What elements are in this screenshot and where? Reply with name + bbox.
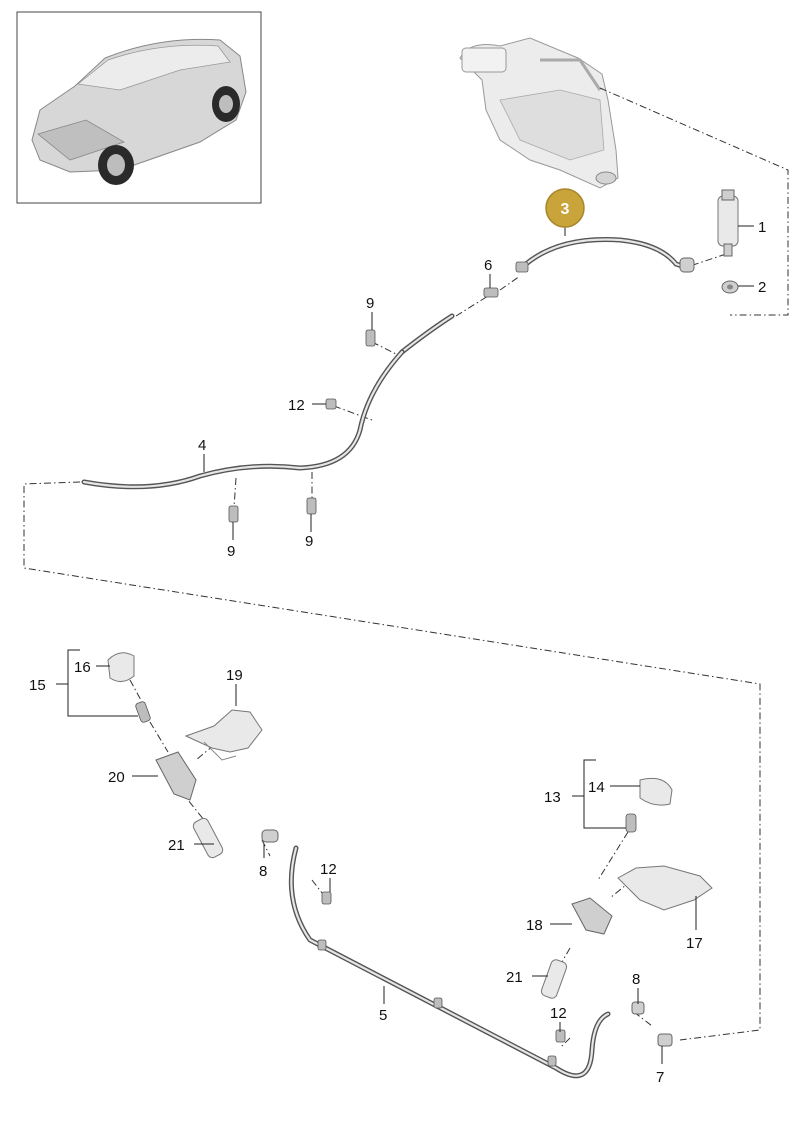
callout-18[interactable]: 18 xyxy=(526,917,543,934)
callout-16[interactable]: 16 xyxy=(74,659,91,676)
hose-elbow-icon xyxy=(679,257,695,273)
callout-14[interactable]: 14 xyxy=(588,779,605,796)
callout-9-top[interactable]: 9 xyxy=(366,295,374,312)
callout-20[interactable]: 20 xyxy=(108,769,125,786)
callout-21-right[interactable]: 21 xyxy=(506,969,523,986)
callout-13[interactable]: 13 xyxy=(544,789,561,806)
callout-3: 3 xyxy=(561,201,570,218)
nozzle-fitting-right-icon xyxy=(625,813,637,833)
callout-3-highlight[interactable]: 3 xyxy=(545,188,585,228)
telescopic-cylinder-left-icon xyxy=(155,751,197,801)
callout-9-right[interactable]: 9 xyxy=(305,533,313,550)
callout-labels: 1 2 6 9 12 4 9 9 15 16 19 20 21 8 12 5 1… xyxy=(29,219,766,1086)
elbow-8-left-icon xyxy=(261,829,279,843)
clip-9-top-icon xyxy=(365,329,376,347)
connector-icon xyxy=(515,261,529,273)
upper-hose xyxy=(81,237,691,490)
suv-thumbnail-icon xyxy=(31,38,247,185)
bracket-left-icon xyxy=(184,709,263,761)
lower-hose xyxy=(288,845,611,1079)
telescopic-cylinder-right-icon xyxy=(571,897,613,935)
callout-21-left[interactable]: 21 xyxy=(168,837,185,854)
leader-lines xyxy=(56,225,754,1064)
callout-8-left[interactable]: 8 xyxy=(259,863,267,880)
bracket-right-icon xyxy=(617,865,713,911)
callout-19[interactable]: 19 xyxy=(226,667,243,684)
connector-6-icon xyxy=(483,287,499,298)
callout-15[interactable]: 15 xyxy=(29,677,46,694)
small-parts xyxy=(107,189,739,1067)
washer-fluid-reservoir-icon xyxy=(459,37,619,189)
clip-9-left-icon xyxy=(228,505,239,523)
callout-4[interactable]: 4 xyxy=(198,437,206,454)
nozzle-fitting-left-icon xyxy=(135,701,151,723)
connector-7-icon xyxy=(657,1033,673,1047)
callout-12-lower-right[interactable]: 12 xyxy=(550,1005,567,1022)
callout-8-right[interactable]: 8 xyxy=(632,971,640,988)
callout-5[interactable]: 5 xyxy=(379,1007,387,1024)
callout-7[interactable]: 7 xyxy=(656,1069,664,1086)
grommet-icon xyxy=(721,280,739,294)
hose-clip-2-icon xyxy=(433,997,443,1009)
callout-12-upper[interactable]: 12 xyxy=(288,397,305,414)
washer-pump-icon xyxy=(717,189,739,257)
callout-9-left[interactable]: 9 xyxy=(227,543,235,560)
callout-12-lower-left[interactable]: 12 xyxy=(320,861,337,878)
cover-cap-left-icon xyxy=(107,652,135,682)
vehicle-thumbnail xyxy=(16,11,262,204)
washer-nozzle-right-icon xyxy=(540,959,568,999)
hose-clip-3-icon xyxy=(547,1055,557,1067)
washer-nozzle-left-icon xyxy=(192,817,224,859)
callout-17[interactable]: 17 xyxy=(686,935,703,952)
callout-2[interactable]: 2 xyxy=(758,279,766,296)
clip-12-lower-left-icon xyxy=(321,891,332,905)
hose-clip-1-icon xyxy=(317,939,327,951)
cover-cap-right-icon xyxy=(639,777,673,806)
callout-6[interactable]: 6 xyxy=(484,257,492,274)
clip-12-upper-icon xyxy=(325,398,337,410)
clip-9-right-icon xyxy=(306,497,317,515)
callout-1[interactable]: 1 xyxy=(758,219,766,236)
